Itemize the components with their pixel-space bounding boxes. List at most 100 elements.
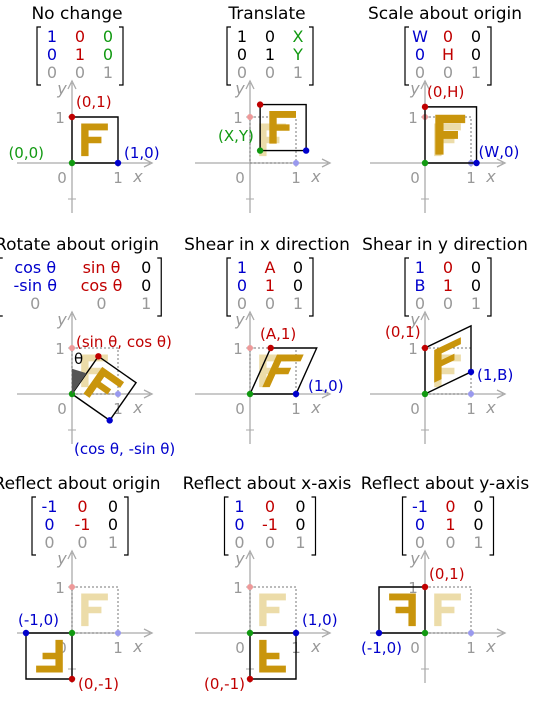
original-point-1-0 xyxy=(468,391,474,397)
matrix-cell: 0 xyxy=(96,294,106,313)
transformed-f-shape xyxy=(83,366,125,398)
matrix-cell: sin θ xyxy=(83,258,121,277)
matrix-cell: 1 xyxy=(443,276,453,295)
original-point-0-1 xyxy=(247,345,253,351)
x-axis-label: x xyxy=(310,637,321,656)
annotation-label: (X,Y) xyxy=(218,127,254,145)
matrix-cell: 0 xyxy=(293,258,303,277)
annotation-label: θ xyxy=(74,350,83,368)
transformed-unit-square xyxy=(424,324,472,396)
original-unit-square xyxy=(71,347,119,395)
matrix-cell: 0 xyxy=(473,515,483,534)
x-axis-label: x xyxy=(310,398,321,417)
original-point-1-0 xyxy=(115,391,121,397)
panel-title: Translate xyxy=(227,4,305,24)
matrix-cell: 1 xyxy=(295,533,305,552)
y-axis-arrow xyxy=(245,310,255,321)
matrix-cell: 1 xyxy=(237,27,247,46)
transformed-point-e2 xyxy=(68,675,76,683)
original-point-0-1 xyxy=(69,584,75,590)
annotation-label: (0,1) xyxy=(429,565,465,583)
original-f-shape xyxy=(434,593,461,627)
tick-label-x1: 1 xyxy=(466,639,476,657)
tick-label-origin: 0 xyxy=(235,169,245,187)
transformed-point-e2 xyxy=(246,675,254,683)
matrix-cell: 1 xyxy=(141,294,151,313)
panel-title: Reflect about x-axis xyxy=(183,474,352,494)
x-axis-label: x xyxy=(310,167,321,186)
matrix-cell: 0 xyxy=(103,45,113,64)
matrix-cell: -1 xyxy=(262,515,278,534)
matrix-cell: 0 xyxy=(265,27,275,46)
matrix-cell: 0 xyxy=(237,276,247,295)
annotation-label: (-1,0) xyxy=(361,639,402,657)
matrix-cell: 0 xyxy=(471,258,481,277)
x-axis-label: x xyxy=(485,167,496,186)
matrix-cell: 0 xyxy=(141,276,151,295)
matrix-cell: 0 xyxy=(75,27,85,46)
x-axis-label: x xyxy=(132,637,143,656)
annotation-label: (0,1) xyxy=(385,323,421,341)
matrix-cell: 1 xyxy=(103,63,113,82)
matrix-cell: 0 xyxy=(77,533,87,552)
original-unit-square xyxy=(71,586,119,634)
matrix-cell: 0 xyxy=(77,497,87,516)
panel-title: Scale about origin xyxy=(368,4,522,24)
matrix-cell: 0 xyxy=(445,533,455,552)
tick-label-x1: 1 xyxy=(466,400,476,418)
tick-label-y1: 1 xyxy=(55,109,65,127)
matrix-cell: 0 xyxy=(415,533,425,552)
matrix-bracket-right xyxy=(119,26,124,86)
y-axis-arrow xyxy=(67,79,77,90)
matrix-cell: 1 xyxy=(75,45,85,64)
matrix-cell: 0 xyxy=(237,63,247,82)
transformed-f-shape xyxy=(36,639,63,673)
x-axis-label: x xyxy=(485,398,496,417)
x-axis-arrow xyxy=(321,389,332,399)
matrix-cell: B xyxy=(415,276,426,295)
matrix-bracket-right xyxy=(311,496,317,556)
matrix-cell: 1 xyxy=(473,533,483,552)
x-axis-arrow xyxy=(496,158,507,168)
annotation-label: (1,0) xyxy=(302,611,338,629)
annotation-label: (0,-1) xyxy=(78,675,119,693)
x-axis-arrow xyxy=(321,158,332,168)
matrix-bracket-left xyxy=(0,257,3,317)
transformed-point-e2 xyxy=(421,583,429,591)
matrix-cell: 0 xyxy=(415,45,425,64)
transformed-point-e1 xyxy=(292,629,300,637)
y-axis-label: y xyxy=(234,79,245,98)
tick-label-y1: 1 xyxy=(233,579,243,597)
annotation-label: (sin θ, cos θ) xyxy=(76,333,172,351)
matrix-cell: 0 xyxy=(265,533,275,552)
matrix-bracket-right xyxy=(489,496,495,556)
annotation-label: (0,H) xyxy=(427,83,464,101)
transformed-point-e2 xyxy=(421,103,429,111)
original-point-1-0 xyxy=(468,630,474,636)
transformed-unit-square xyxy=(71,355,138,422)
matrix-cell: 0 xyxy=(265,294,275,313)
matrix-cell: 1 xyxy=(237,258,247,277)
transformed-origin-point xyxy=(246,629,254,637)
x-axis-arrow xyxy=(321,628,332,638)
annotation-label: (A,1) xyxy=(260,325,296,343)
annotation-label: (0,-1) xyxy=(204,675,245,693)
transformed-point-e2 xyxy=(256,101,264,108)
transformed-point-e1 xyxy=(473,159,480,167)
annotation-label: (1,0) xyxy=(124,144,160,162)
matrix-cell: H xyxy=(442,45,454,64)
matrix-cell: 1 xyxy=(108,533,118,552)
transformed-f-shape xyxy=(81,123,108,157)
x-axis-label: x xyxy=(485,637,496,656)
matrix-cell: 0 xyxy=(47,45,57,64)
annotation-label: (1,0) xyxy=(308,377,344,395)
x-axis-arrow xyxy=(143,389,154,399)
matrix-cell: 0 xyxy=(443,294,453,313)
y-axis-label: y xyxy=(409,310,420,329)
matrix-cell: -1 xyxy=(75,515,91,534)
original-unit-square xyxy=(249,586,297,634)
matrix-cell: 1 xyxy=(445,515,455,534)
transformed-point-e1 xyxy=(467,368,475,376)
